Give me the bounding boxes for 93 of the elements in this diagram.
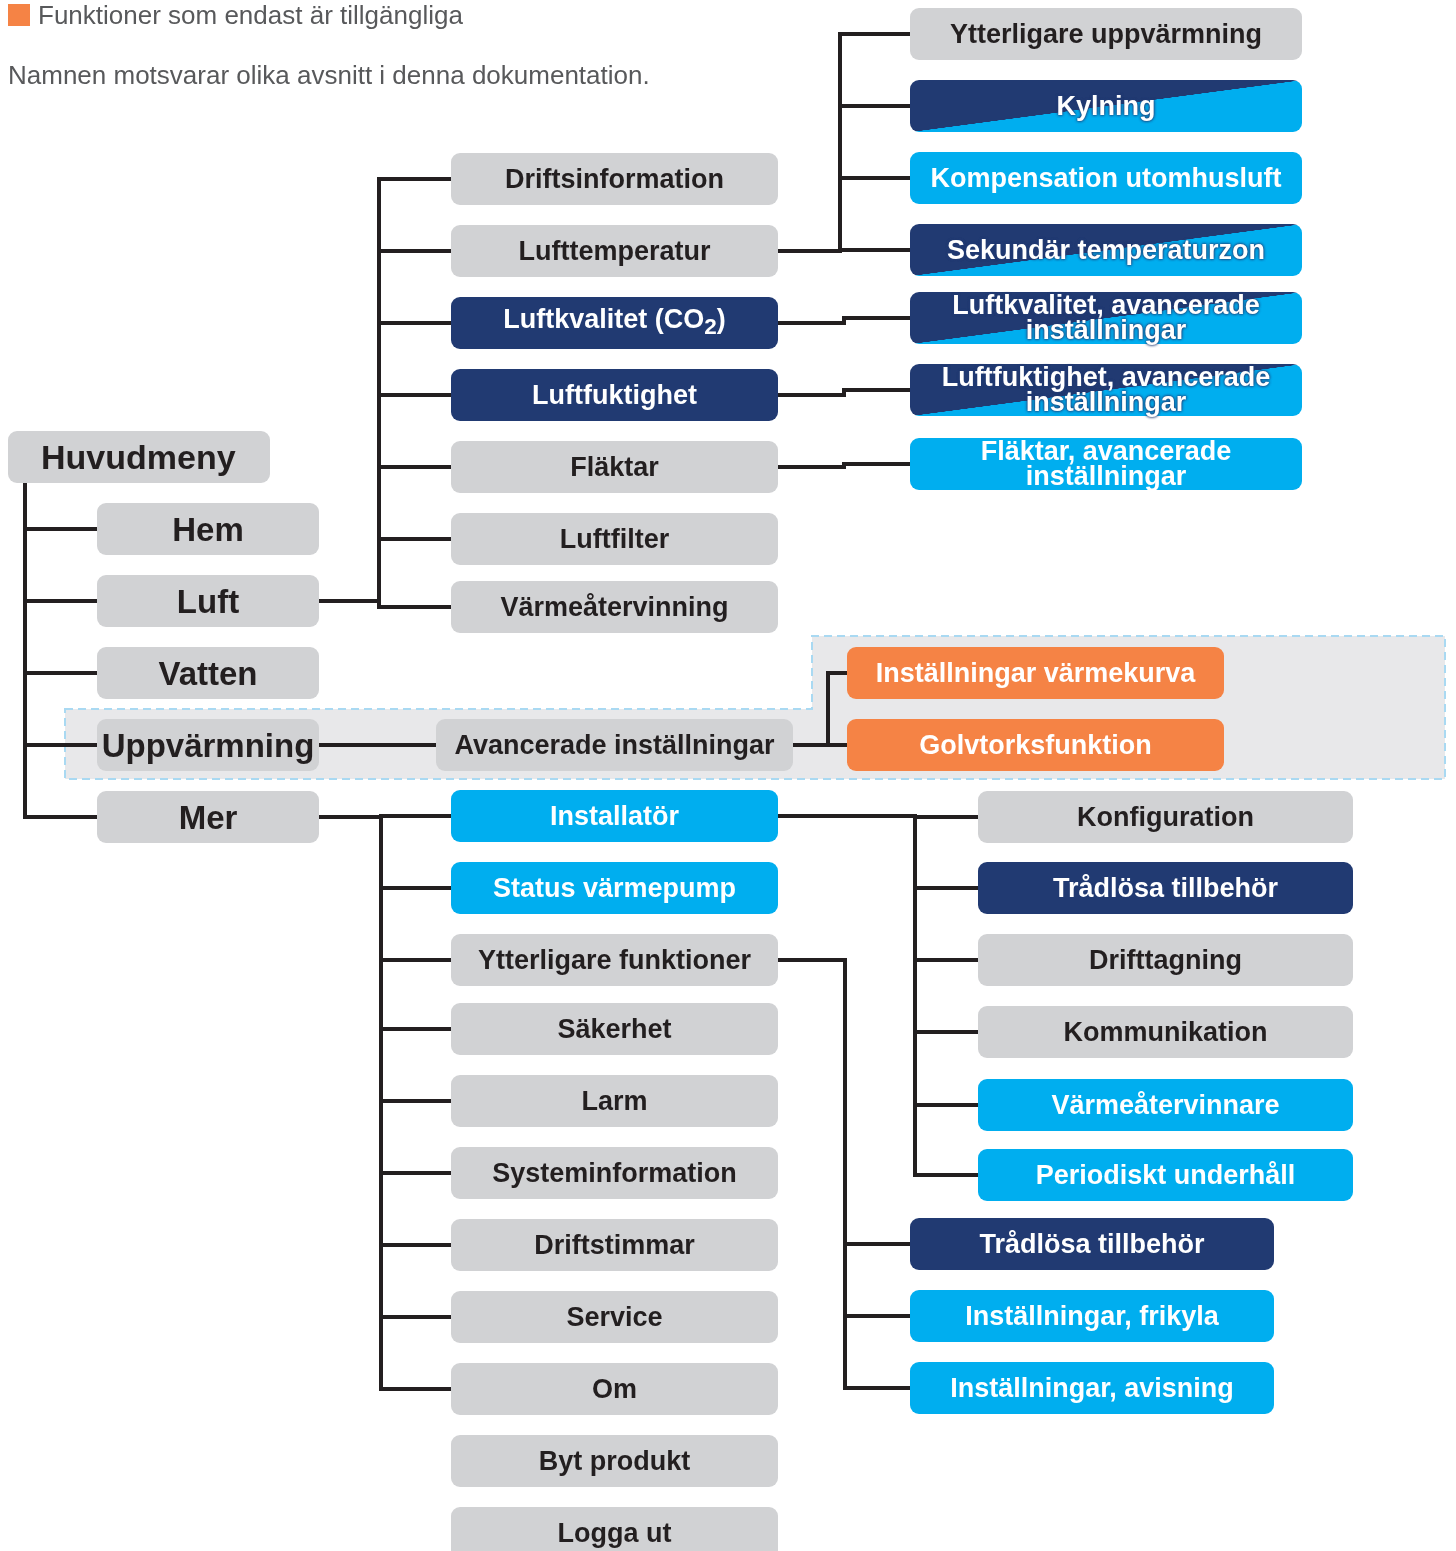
menu-label: Värmeåtervinning <box>500 594 729 620</box>
connector-line <box>778 248 910 253</box>
menu-box <box>451 1003 778 1055</box>
menu-label: Larm <box>581 1088 648 1114</box>
menu-label: Luftkvalitet (CO$_{2}$) <box>503 306 726 340</box>
menu-box <box>451 1363 778 1415</box>
menu-label: Golvtorksfunktion <box>919 732 1152 758</box>
menu-box <box>451 369 778 421</box>
menu-label: Periodiskt underhåll <box>1035 1162 1296 1188</box>
menu-box <box>451 934 778 986</box>
menu-label: Lufttemperatur <box>518 238 711 264</box>
connector-line <box>778 462 910 469</box>
menu-box <box>451 1219 778 1271</box>
menu-box <box>451 1435 778 1487</box>
menu-label: Hem <box>172 511 244 547</box>
menu-label: Trådlösa tillbehör <box>1052 875 1278 901</box>
menu-label: Fläktar <box>570 454 659 480</box>
menu-box <box>910 438 1302 490</box>
menu-box <box>451 513 778 565</box>
menu-box <box>978 862 1353 914</box>
menu-box <box>978 1149 1353 1201</box>
menu-label: Sekundär temperaturzon <box>946 237 1266 263</box>
menu-label: Kompensation utomhusluft <box>930 165 1282 191</box>
menu-label: Ytterligare uppvärmning <box>949 21 1263 47</box>
menu-box <box>451 1291 778 1343</box>
menu-box <box>910 1218 1274 1270</box>
menu-label: Systeminformation <box>492 1160 737 1186</box>
menu-label: Uppvärmning <box>101 727 315 763</box>
menu-box <box>97 647 319 699</box>
menu-label: Vatten <box>158 655 258 691</box>
menu-label: Status värmepump <box>492 875 737 901</box>
menu-box <box>97 791 319 843</box>
menu-box <box>910 80 1302 132</box>
menu-box <box>451 225 778 277</box>
menu-label: Säkerhet <box>557 1016 672 1042</box>
menu-label: Värmeåtervinnare <box>1051 1092 1280 1118</box>
menu-box <box>97 575 319 627</box>
menu-box <box>978 1079 1353 1131</box>
menu-label: Driftstimmar <box>534 1232 695 1258</box>
menu-label: Konfiguration <box>1077 804 1254 830</box>
menu-box <box>451 581 778 633</box>
menu-box <box>847 647 1224 699</box>
menu-box <box>97 719 319 771</box>
menu-label: Avancerade inställningar <box>454 732 775 758</box>
connector-line <box>319 743 436 747</box>
menu-label: Inställningar, avisning <box>950 1375 1234 1401</box>
menu-label: Kommunikation <box>1063 1019 1268 1045</box>
menu-label: Trådlösa tillbehör <box>979 1231 1205 1257</box>
menu-label: Kylning <box>1056 93 1156 119</box>
menu-box <box>97 503 319 555</box>
menu-box <box>436 719 793 771</box>
menu-box <box>451 862 778 914</box>
menu-box <box>910 224 1302 276</box>
menu-box <box>8 431 270 483</box>
menu-label: Ytterligare funktioner <box>477 947 751 973</box>
menu-box <box>451 1507 778 1551</box>
menu-box <box>910 1362 1274 1414</box>
menu-label: Service <box>566 1304 663 1330</box>
menu-label: Logga ut <box>557 1520 672 1546</box>
menu-box <box>451 790 778 842</box>
menu-label: Driftsinformation <box>505 166 724 192</box>
menu-label: Byt produkt <box>538 1448 691 1474</box>
menu-box <box>451 1147 778 1199</box>
connector-line <box>23 483 97 819</box>
menu-label: Inställningar, frikyla <box>965 1303 1219 1329</box>
menu-box <box>451 1075 778 1127</box>
menu-box <box>978 934 1353 986</box>
connector-line <box>778 388 910 397</box>
menu-label: Installatör <box>550 803 679 829</box>
connector-line <box>778 316 910 325</box>
menu-label: Inställningar värmekurva <box>875 660 1196 686</box>
menu-box <box>910 1290 1274 1342</box>
menu-box <box>847 719 1224 771</box>
menu-box <box>451 441 778 493</box>
menu-label: Mer <box>178 799 238 835</box>
menu-label: Luftfuktighet <box>532 382 697 408</box>
note-text: Namnen motsvarar olika avsnitt i denna dokumentation. <box>8 60 650 91</box>
connector-line <box>778 958 910 1390</box>
menu-box <box>978 1006 1353 1058</box>
menu-label: Om <box>592 1376 637 1402</box>
menu-box <box>910 8 1302 60</box>
menu-label: Luft <box>176 583 240 619</box>
menu-box <box>451 297 778 349</box>
menu-box <box>978 791 1353 843</box>
menu-label: Huvudmeny <box>41 439 236 475</box>
menu-box <box>910 152 1302 204</box>
legend-text: Funktioner som endast är tillgängliga <box>38 0 463 31</box>
connector-line <box>778 814 978 1177</box>
menu-box <box>451 153 778 205</box>
menu-label: Fläktar, avancerade inställningar <box>979 439 1233 489</box>
menu-label: Luftfilter <box>559 526 670 552</box>
connector-line <box>319 599 451 609</box>
menu-label: Drifttagning <box>1089 947 1242 973</box>
